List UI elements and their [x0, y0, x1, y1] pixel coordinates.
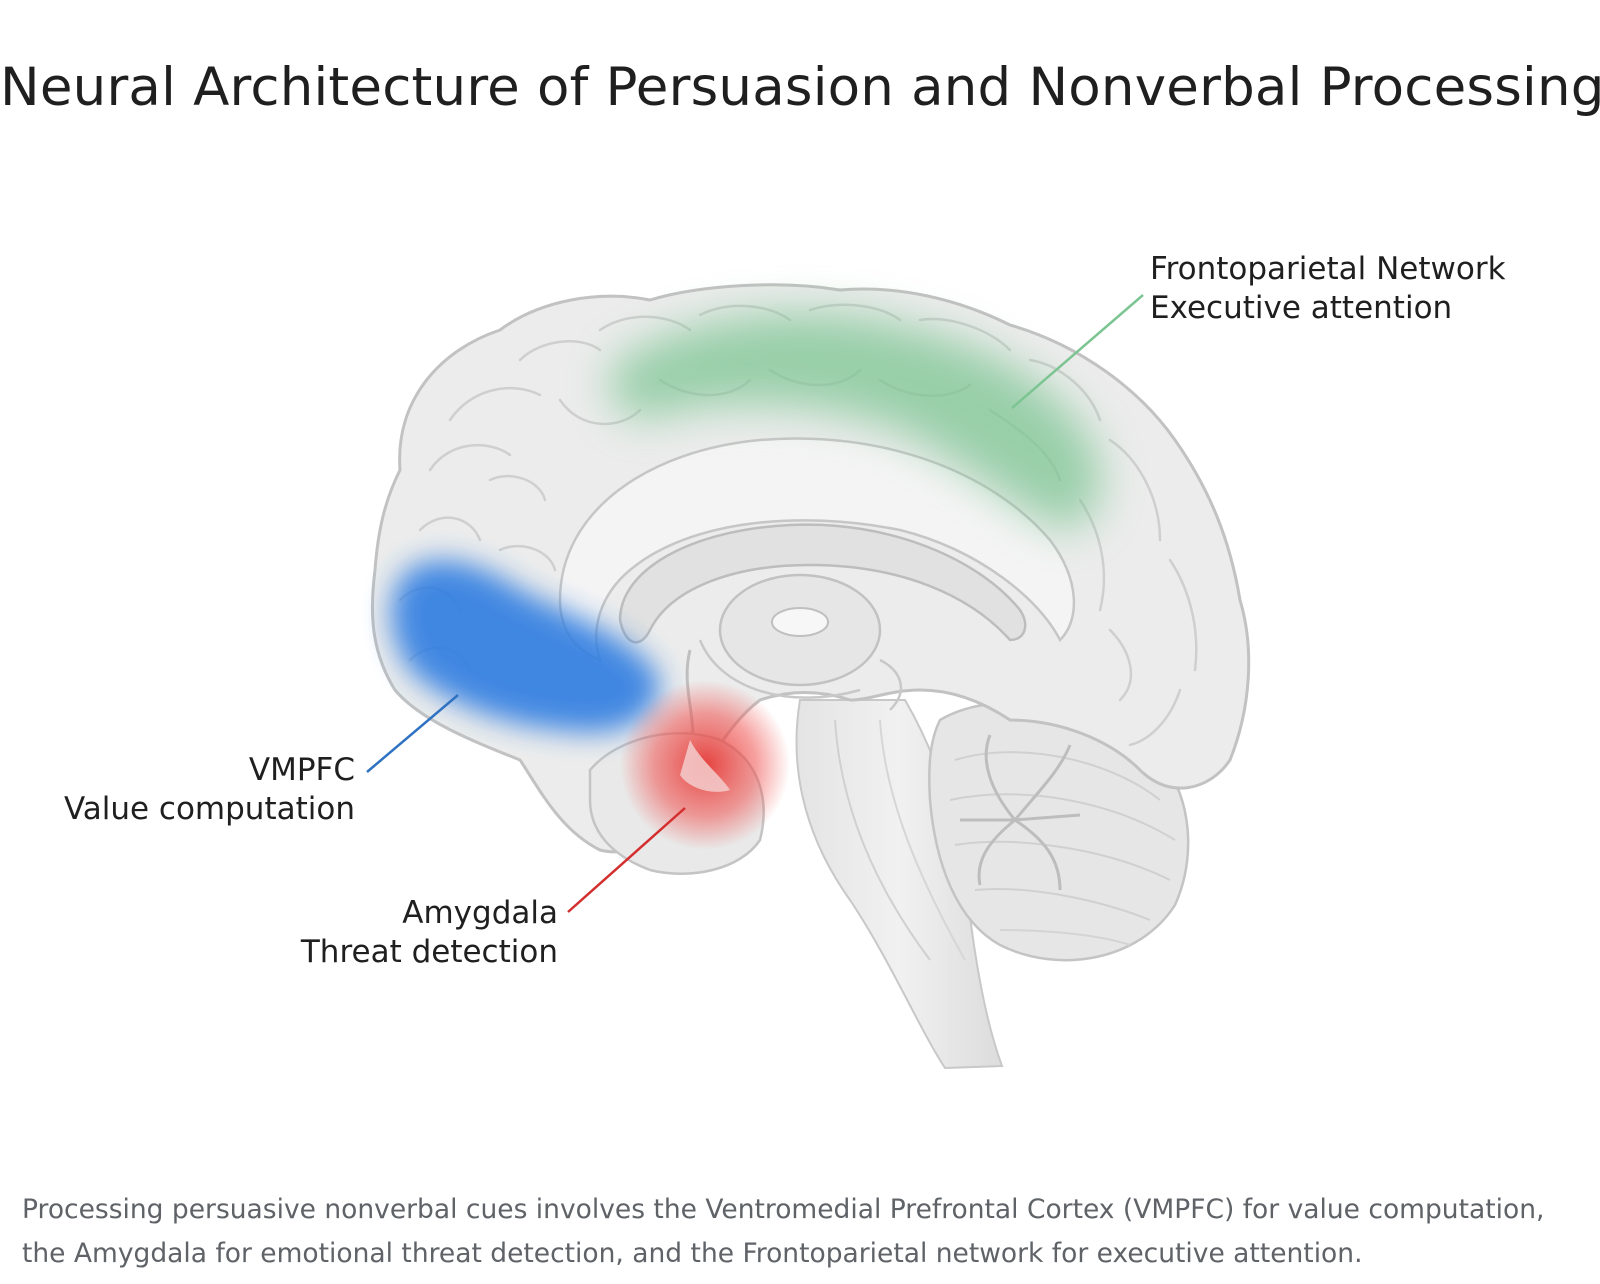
amygdala-highlight — [620, 680, 790, 850]
frontoparietal-label: Frontoparietal Network Executive attenti… — [1150, 250, 1506, 328]
vmpfc-leader-line — [366, 694, 459, 773]
vmpfc-function: Value computation — [63, 791, 355, 827]
amygdala-name: Amygdala — [402, 895, 558, 931]
brain-illustration — [366, 283, 1251, 1070]
page-title: Neural Architecture of Persuasion and No… — [0, 57, 1600, 118]
frontoparietal-function: Executive attention — [1150, 290, 1453, 326]
corpus-callosum — [618, 523, 1027, 644]
frontoparietal-network-highlight — [609, 313, 1101, 530]
cingulate-gyrus — [558, 437, 1076, 663]
amygdala-leader-line — [567, 807, 686, 913]
cerebellum — [928, 701, 1190, 962]
amygdala-function: Threat detection — [300, 934, 558, 970]
vmpfc-label: VMPFC Value computation — [64, 751, 355, 829]
amygdala-label: Amygdala Threat detection — [301, 894, 558, 972]
vmpfc-highlight — [391, 560, 660, 733]
brain-diagram: Frontoparietal Network Executive attenti… — [0, 150, 1600, 1130]
vmpfc-name: VMPFC — [248, 752, 355, 788]
frontoparietal-name: Frontoparietal Network — [1150, 251, 1506, 287]
figure-caption: Processing persuasive nonverbal cues inv… — [22, 1194, 1545, 1269]
frontoparietal-leader-line — [1011, 294, 1144, 409]
